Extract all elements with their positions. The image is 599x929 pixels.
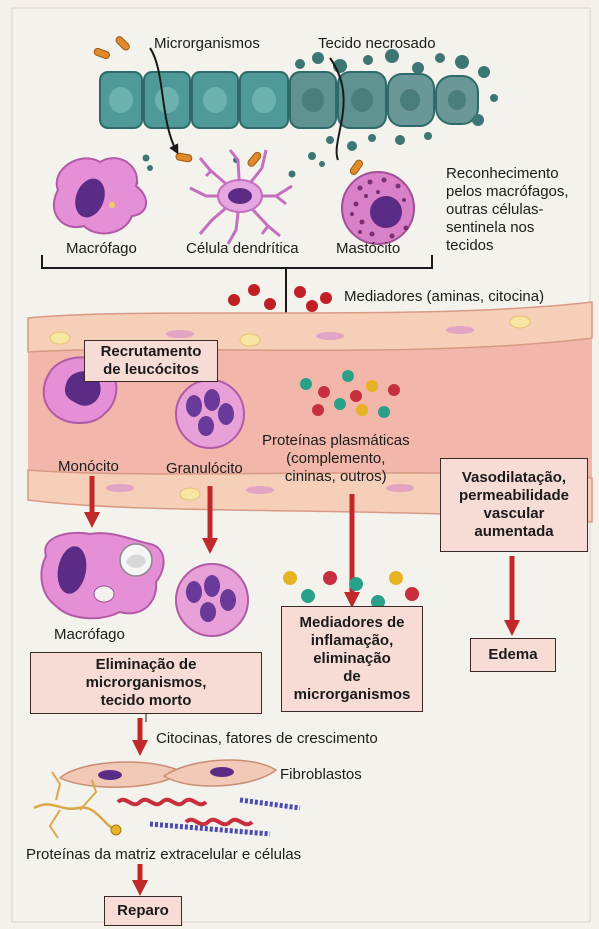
label-macrophage-top: Macrófago: [66, 240, 137, 258]
mast-cell: [342, 172, 414, 244]
label-recognition: Reconhecimento pelos macrófagos, outras …: [446, 165, 569, 255]
label-cytokines: Citocinas, fatores de crescimento: [156, 730, 378, 748]
box-elimination: Eliminação de microrganismos, tecido mor…: [30, 652, 262, 714]
granulocyte: [176, 380, 244, 448]
box-inflammation-mediators: Mediadores de inflamação, eliminação de …: [281, 606, 423, 712]
label-necrotic-tissue: Tecido necrosado: [318, 35, 436, 53]
label-fibroblasts: Fibroblastos: [280, 766, 362, 784]
label-macrophage-bottom: Macrófago: [54, 626, 125, 644]
label-dendritic-cell: Célula dendrítica: [186, 240, 299, 258]
box-edema: Edema: [470, 638, 556, 672]
label-mediators: Mediadores (aminas, citocina): [344, 288, 544, 306]
label-monocyte: Monócito: [58, 458, 119, 476]
label-granulocyte: Granulócito: [166, 460, 243, 478]
label-matrix-proteins: Proteínas da matriz extracelular e célul…: [26, 846, 301, 864]
granulocyte-bottom: [176, 564, 248, 636]
label-microorganisms: Microrganismos: [154, 35, 260, 53]
box-leukocyte-recruitment: Recrutamento de leucócitos: [84, 340, 218, 382]
box-vasodilation: Vasodilatação, permeabilidade vascular a…: [440, 458, 588, 552]
box-repair: Reparo: [104, 896, 182, 926]
label-plasma-proteins: Proteínas plasmáticas (complemento, cini…: [262, 432, 410, 486]
label-mast-cell: Mastócito: [336, 240, 400, 258]
macrophage-bottom: [41, 533, 163, 618]
